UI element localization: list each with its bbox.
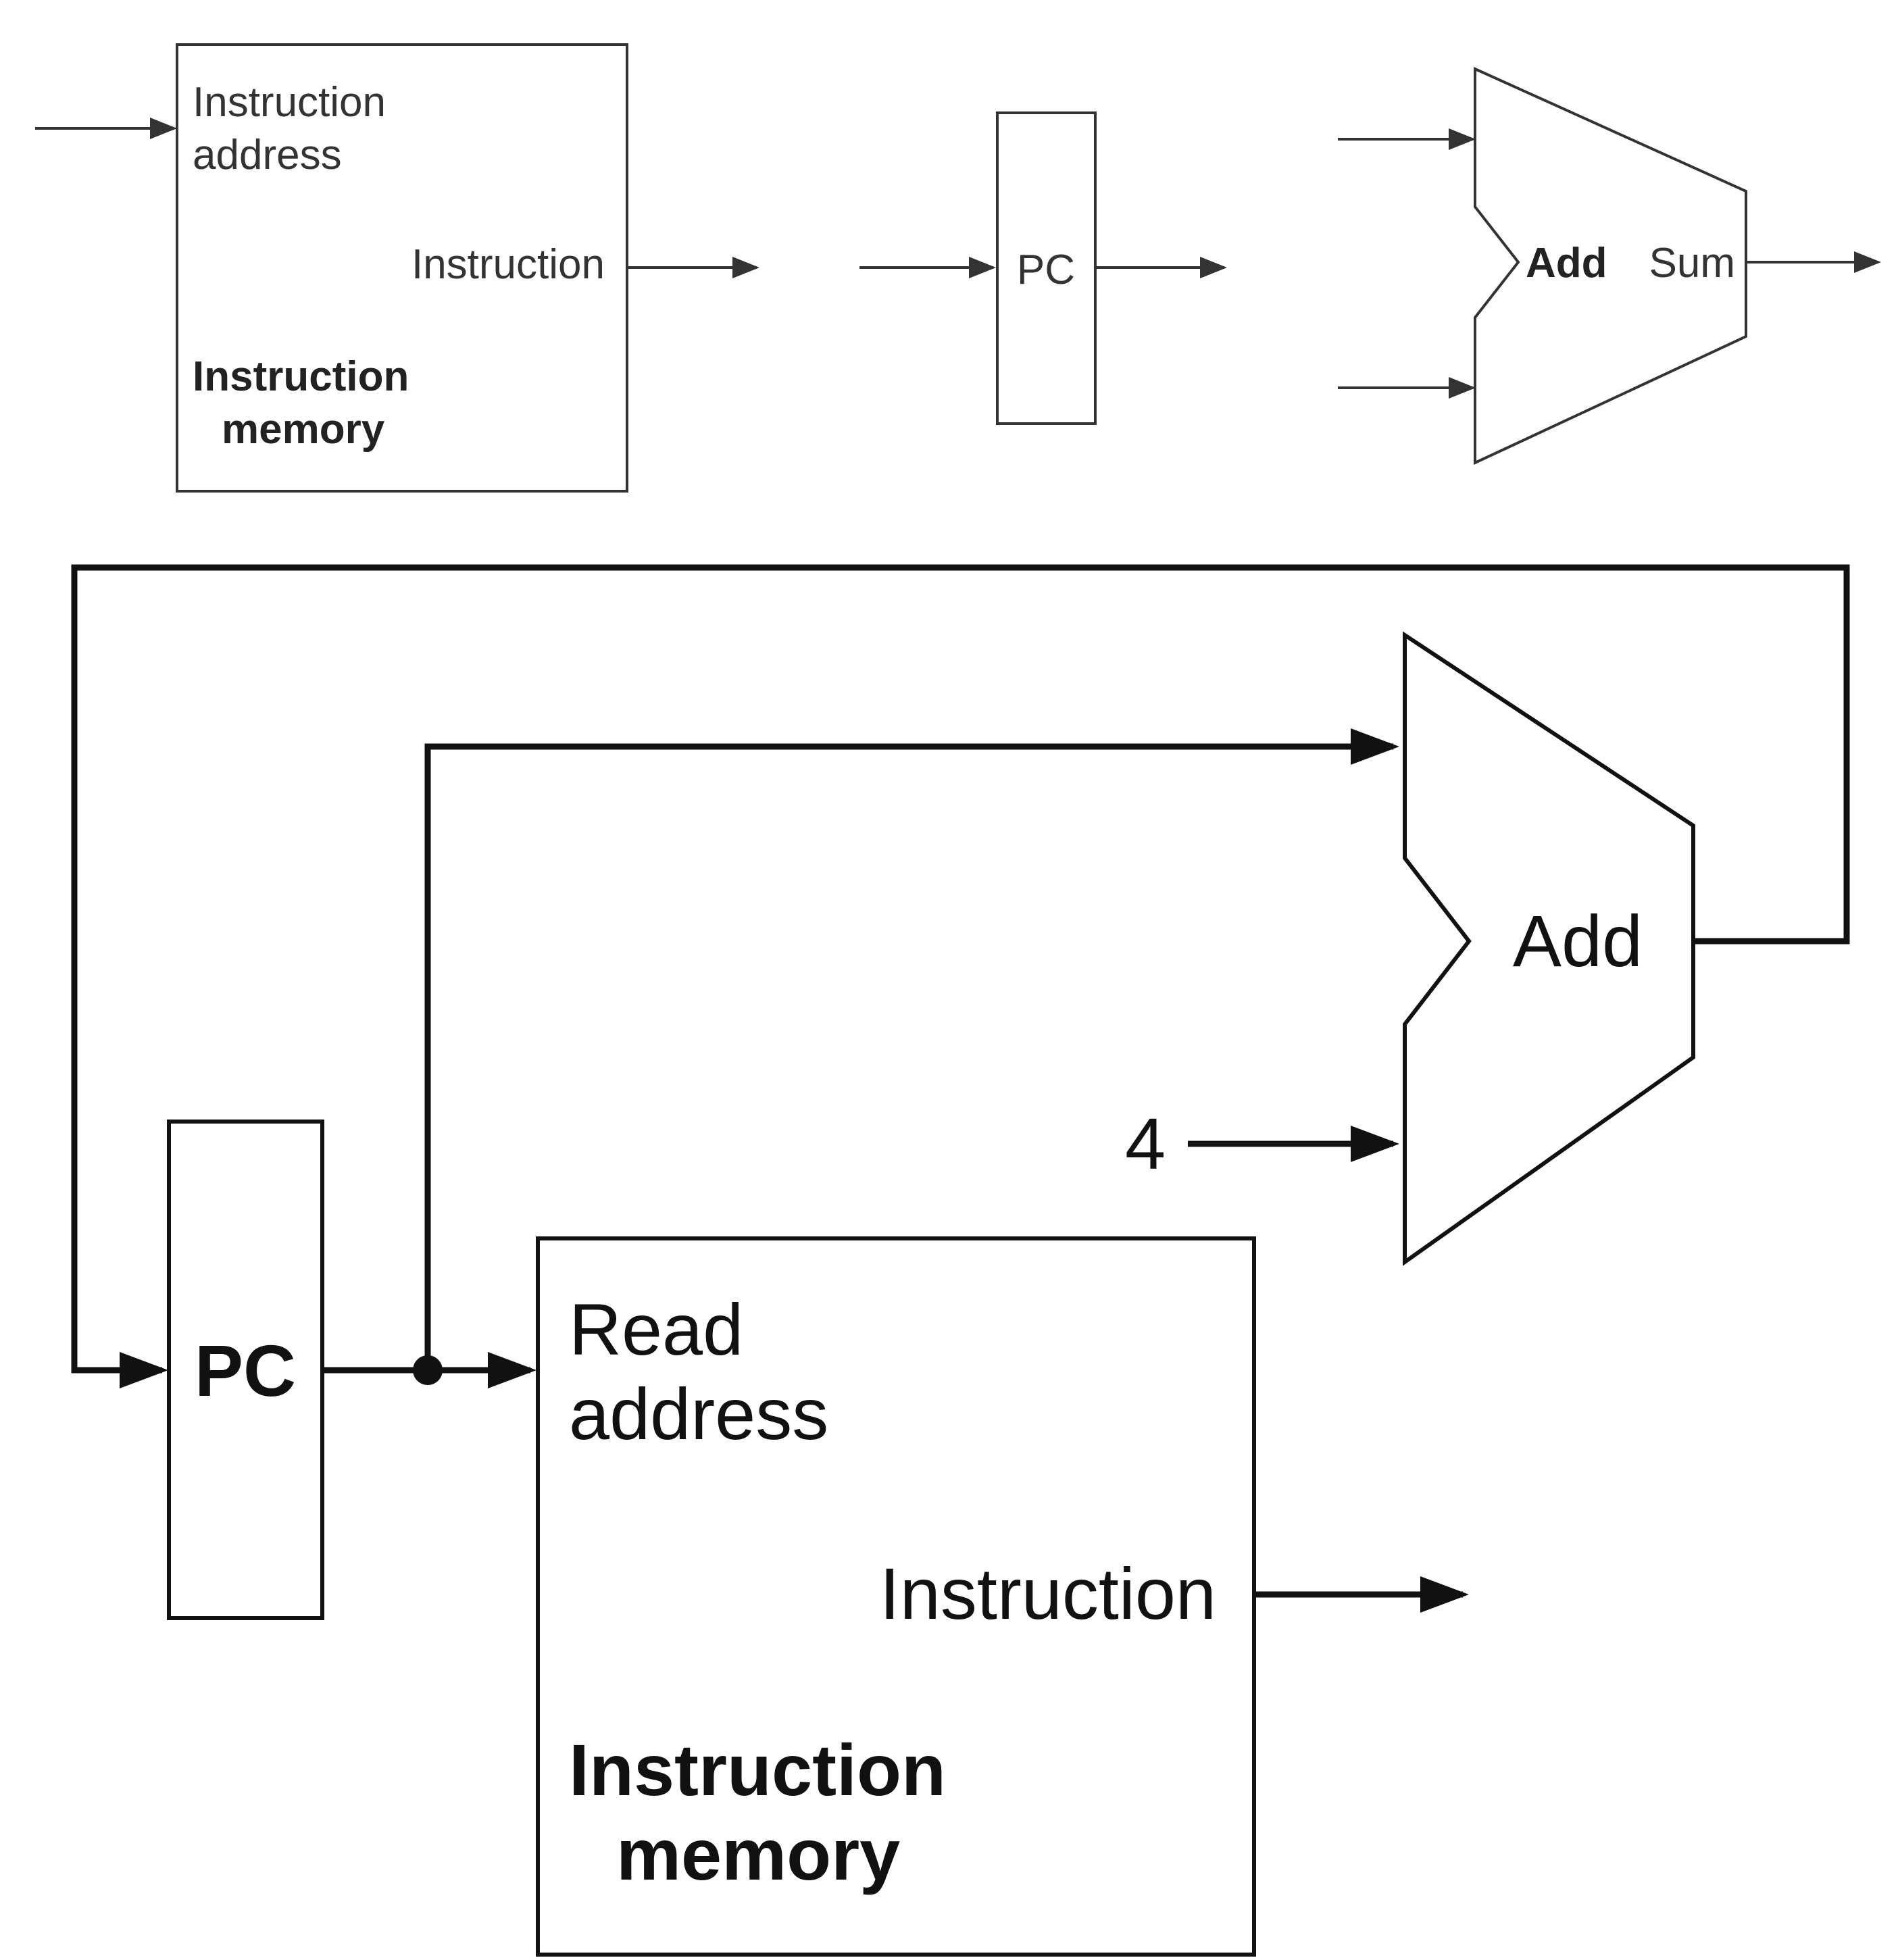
top-imem-input-label-2: address xyxy=(193,132,342,178)
top-pc-label: PC xyxy=(1017,247,1075,293)
bottom-imem-input-label-2: address xyxy=(569,1373,828,1455)
top-pc-box xyxy=(996,111,1097,425)
top-imem-title-1: Instruction xyxy=(193,353,409,400)
bottom-imem-input-label-1: Read xyxy=(569,1288,743,1370)
top-instruction-memory: Instruction address Instruction Instruct… xyxy=(35,43,759,493)
bottom-adder: Add 4 xyxy=(1125,631,1695,1266)
top-pc: PC xyxy=(859,111,1227,425)
bottom-imem-box xyxy=(536,1236,1256,1957)
pc-to-adder-wire xyxy=(424,728,1399,1370)
top-imem-input-label-1: Instruction xyxy=(193,79,386,126)
top-adder-label: Add xyxy=(1526,240,1607,286)
top-adder: Add Sum xyxy=(1338,66,1881,466)
bottom-adder-shape xyxy=(1403,631,1695,1266)
bottom-adder-label: Add xyxy=(1513,900,1643,982)
adder-to-pc-wire xyxy=(71,564,1850,1388)
pc-output-wires xyxy=(322,728,1399,1388)
top-adder-sum-label: Sum xyxy=(1649,240,1735,286)
bottom-pc: PC xyxy=(167,1120,324,1620)
bottom-pc-label: PC xyxy=(195,1330,296,1411)
top-adder-shape xyxy=(1474,66,1747,466)
feedback-wire xyxy=(71,564,1850,1388)
bottom-instruction-memory: Read address Instruction Instruction mem… xyxy=(536,1236,1469,1957)
top-imem-title-2: memory xyxy=(222,406,385,453)
bottom-imem-output-label: Instruction xyxy=(880,1553,1216,1634)
bottom-imem-title-2: memory xyxy=(616,1813,900,1895)
bottom-imem-title-1: Instruction xyxy=(569,1729,946,1811)
top-imem-output-label: Instruction xyxy=(411,241,605,288)
junction-dot xyxy=(413,1355,443,1385)
top-imem-box xyxy=(176,43,628,493)
constant-four-label: 4 xyxy=(1125,1103,1166,1184)
